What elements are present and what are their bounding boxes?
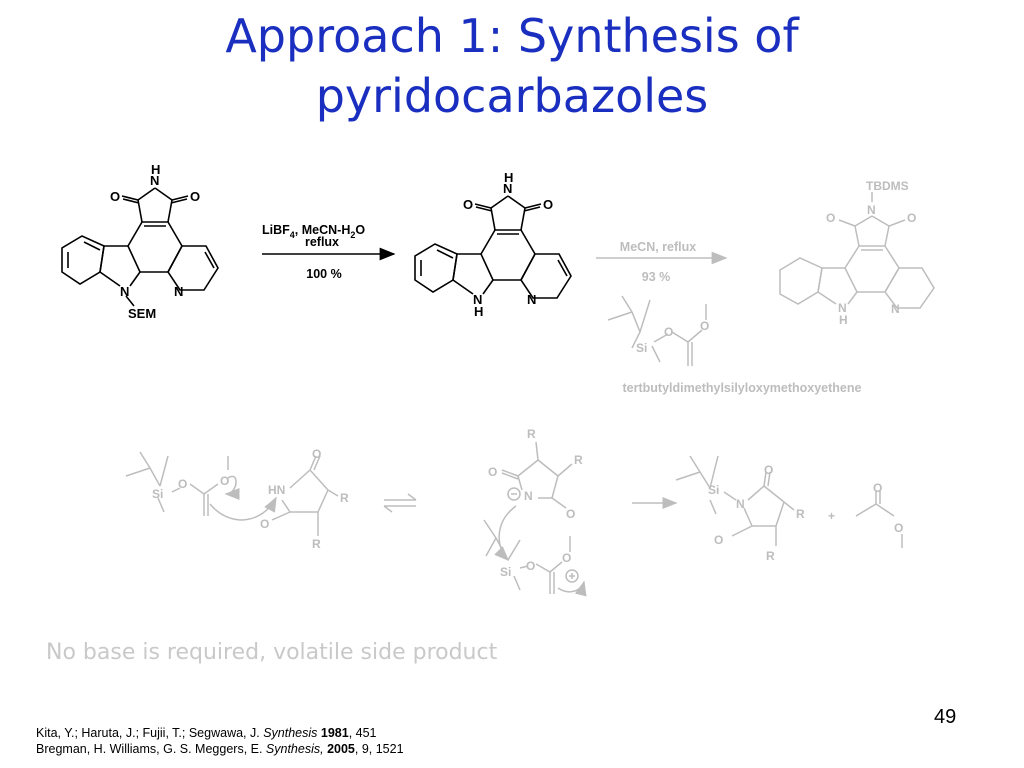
svg-text:O: O bbox=[700, 319, 709, 333]
molecule-deprotected-labels: N H O O N H N bbox=[463, 170, 553, 319]
svg-text:O: O bbox=[907, 211, 916, 225]
svg-text:N: N bbox=[174, 284, 183, 299]
svg-text:O: O bbox=[190, 189, 200, 204]
reagent-silyl-labels: Si O O bbox=[636, 319, 709, 355]
reaction-arrow-2: MeCN, reflux 93 % bbox=[596, 240, 728, 284]
svg-text:H: H bbox=[839, 313, 848, 327]
svg-text:SEM: SEM bbox=[128, 306, 156, 321]
svg-text:N: N bbox=[527, 292, 536, 307]
mechanism-intermediate bbox=[483, 441, 587, 597]
svg-text:O: O bbox=[764, 463, 773, 477]
svg-text:O: O bbox=[543, 197, 553, 212]
svg-text:N: N bbox=[120, 284, 129, 299]
svg-text:N: N bbox=[736, 497, 745, 511]
svg-text:H: H bbox=[504, 170, 513, 185]
svg-text:LiBF4, MeCN-H2O: LiBF4, MeCN-H2O bbox=[262, 223, 365, 240]
svg-text:H: H bbox=[474, 304, 483, 319]
title-line-2: pyridocarbazoles bbox=[315, 69, 709, 123]
reference-2: Bregman, H. Williams, G. S. Meggers, E. … bbox=[36, 742, 404, 756]
svg-text:O: O bbox=[894, 521, 903, 535]
svg-text:N: N bbox=[503, 181, 512, 196]
svg-text:N: N bbox=[150, 173, 159, 188]
mechanism-step-1-labels: Si O O HN O O R R bbox=[152, 447, 349, 551]
svg-text:R: R bbox=[766, 549, 775, 563]
svg-text:O: O bbox=[178, 477, 187, 491]
molecule-sem-labels: N H O O N N SEM bbox=[110, 162, 200, 321]
svg-text:O: O bbox=[488, 465, 497, 479]
svg-text:Si: Si bbox=[500, 565, 511, 579]
mechanism-intermediate-labels: R R O N O Si O O bbox=[488, 427, 583, 579]
svg-text:H: H bbox=[151, 162, 160, 177]
svg-text:R: R bbox=[574, 453, 583, 467]
svg-text:R: R bbox=[340, 491, 349, 505]
molecule-tbdms-labels: TBDMS N O O N H N bbox=[826, 179, 916, 327]
svg-text:reflux: reflux bbox=[305, 235, 339, 249]
reagent-name: tertbutyldimethylsilyloxymethoxyethene bbox=[623, 381, 862, 395]
svg-text:O: O bbox=[526, 559, 535, 573]
svg-text:O: O bbox=[562, 551, 571, 565]
molecule-tbdms-product bbox=[779, 192, 935, 309]
slide-note: No base is required, volatile side produ… bbox=[46, 640, 498, 665]
svg-text:O: O bbox=[873, 481, 882, 495]
title-line-1: Approach 1: Synthesis of bbox=[225, 9, 799, 63]
svg-text:R: R bbox=[527, 427, 536, 441]
svg-text:O: O bbox=[220, 474, 229, 488]
svg-text:Si: Si bbox=[636, 341, 647, 355]
svg-text:Si: Si bbox=[152, 487, 163, 501]
svg-text:HN: HN bbox=[268, 483, 285, 497]
svg-text:N: N bbox=[473, 292, 482, 307]
molecule-sem-protected bbox=[61, 187, 219, 307]
mechanism-step-1 bbox=[125, 451, 339, 536]
svg-text:N: N bbox=[524, 489, 533, 503]
svg-text:MeCN, reflux: MeCN, reflux bbox=[620, 240, 696, 254]
svg-text:Si: Si bbox=[708, 483, 719, 497]
svg-text:O: O bbox=[260, 517, 269, 531]
mechanism-product-labels: Si N O O R R + O O bbox=[708, 463, 903, 563]
svg-text:O: O bbox=[826, 211, 835, 225]
page-number: 49 bbox=[934, 706, 957, 728]
slide-title: Approach 1: Synthesis of pyridocarbazole… bbox=[0, 6, 1024, 126]
svg-text:N: N bbox=[838, 301, 847, 315]
svg-text:93 %: 93 % bbox=[642, 270, 671, 284]
molecule-deprotected bbox=[414, 195, 572, 299]
svg-text:O: O bbox=[714, 533, 723, 547]
svg-text:O: O bbox=[566, 507, 575, 521]
svg-text:O: O bbox=[664, 325, 673, 339]
svg-text:R: R bbox=[312, 537, 321, 551]
equilibrium-arrows bbox=[383, 493, 417, 513]
svg-text:R: R bbox=[796, 507, 805, 521]
reagent-silyl-ether bbox=[607, 295, 707, 366]
mechanism-product bbox=[675, 455, 903, 548]
reference-1: Kita, Y.; Haruta, J.; Fujii, T.; Segwawa… bbox=[36, 726, 377, 740]
reaction-arrow-1: LiBF4, MeCN-H2O reflux 100 % bbox=[262, 223, 396, 281]
svg-text:100 %: 100 % bbox=[306, 267, 341, 281]
references: Kita, Y.; Haruta, J.; Fujii, T.; Segwawa… bbox=[36, 725, 404, 757]
svg-text:O: O bbox=[110, 189, 120, 204]
svg-text:N: N bbox=[891, 302, 900, 316]
svg-text:O: O bbox=[463, 197, 473, 212]
svg-text:TBDMS: TBDMS bbox=[866, 179, 909, 193]
svg-text:N: N bbox=[867, 203, 876, 217]
svg-text:O: O bbox=[312, 447, 321, 461]
svg-text:+: + bbox=[828, 509, 835, 523]
